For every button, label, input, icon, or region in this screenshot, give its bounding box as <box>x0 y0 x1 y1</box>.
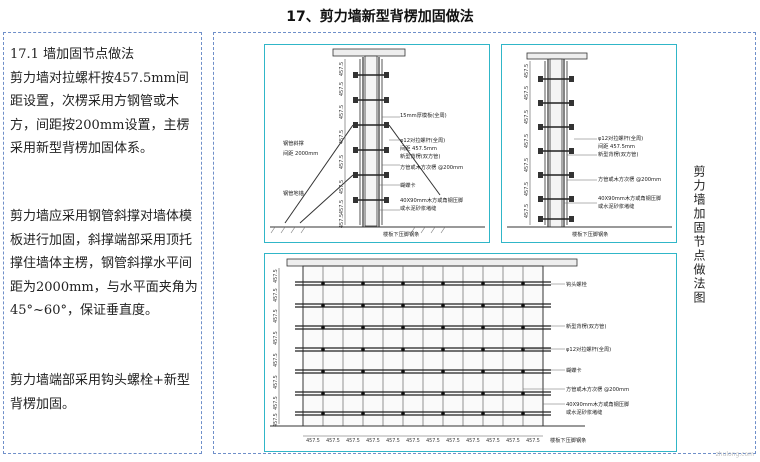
dim-c-v7: 457.5 <box>273 396 279 410</box>
dim-c-v3: 457.5 <box>273 309 279 323</box>
watermark: zhulong.com <box>715 451 754 458</box>
label-a-8: 或水泥砂浆堵缝 <box>400 204 436 212</box>
dim-c-v1: 457.5 <box>273 269 279 283</box>
label-c-5: 方管或木方次楞 @200mm <box>566 385 629 393</box>
dim-c-h10: 457.5 <box>486 438 500 444</box>
dim-c-h8: 457.5 <box>446 438 460 444</box>
dim-b-3: 457.5 <box>524 110 530 124</box>
dim-c-v5: 457.5 <box>273 353 279 367</box>
label-a-spacing: 间距 2000mm <box>283 149 318 157</box>
label-c-7: 或水泥砂浆堵缝 <box>566 408 602 416</box>
dim-b-4: 457.5 <box>524 134 530 148</box>
label-c-1: 钩头螺栓 <box>566 280 588 288</box>
label-a-6: 蝴蝶卡 <box>400 181 416 189</box>
figure-wall-section-with-brace: 457.5 457.5 457.5 457.5 457.5 457.5 457.… <box>264 44 490 243</box>
elevation-drawing-c: 457.5 457.5 457.5 457.5 457.5 457.5 457.… <box>270 258 629 444</box>
label-c-6: 40X90mm木方或角钢压脚 <box>566 400 629 408</box>
label-c-8: 楼板下压脚钢条 <box>550 436 586 444</box>
label-a-brace: 钢管斜撑 <box>283 139 304 147</box>
label-b-1: φ12对拉螺杆(全周) <box>598 134 643 142</box>
dim-a-7: 457.5 <box>339 200 345 214</box>
dim-c-h11: 457.5 <box>506 438 520 444</box>
label-a-7: 40X90mm木方或角钢压脚 <box>400 196 463 204</box>
label-b-6: 或水泥砂浆堵缝 <box>598 202 634 210</box>
section-drawing-b: 457.5 457.5 457.5 457.5 457.5 457.5 457.… <box>507 52 672 238</box>
dim-a-1: 457.5 <box>339 62 345 76</box>
dim-c-h5: 457.5 <box>386 438 400 444</box>
dim-c-h12: 457.5 <box>526 438 540 444</box>
label-c-3: φ12对拉螺杆(全周) <box>566 345 611 353</box>
page-title: 17、剪力墙新型背楞加固做法 <box>286 9 474 25</box>
paragraph-2: 剪力墙应采用钢管斜撑对墙体模板进行加固，斜撑端部采用顶托撑住墙体主楞，钢管斜撑水… <box>10 209 198 318</box>
dim-b-5: 457.5 <box>524 158 530 172</box>
dim-a-6: 457.5 <box>339 180 345 194</box>
dim-b-1: 457.5 <box>524 64 530 78</box>
figure-panel <box>213 32 756 454</box>
dim-c-h4: 457.5 <box>366 438 380 444</box>
paragraph-1: 17.1 墙加固节点做法 剪力墙对拉螺杆按457.5mm间距设置，次楞采用方钢管… <box>10 47 190 156</box>
dim-c-h1: 457.5 <box>306 438 320 444</box>
label-b-3: 新型背楞(双方管) <box>598 150 638 158</box>
figure-caption: 剪力墙加固节点做法图 <box>692 165 706 305</box>
label-a-1: 15mm厚模板(全周) <box>400 111 447 119</box>
label-a-3: 间距 457.5mm <box>400 144 437 152</box>
dim-c-h7: 457.5 <box>426 438 440 444</box>
label-a-4: 新型背楞(双方管) <box>400 152 440 160</box>
dim-a-3: 457.5 <box>339 105 345 119</box>
label-c-4: 蝴蝶卡 <box>566 366 582 374</box>
dim-c-v6: 457.5 <box>273 375 279 389</box>
label-b-4: 方管或木方次楞 @200mm <box>598 175 661 183</box>
text-panel: 17.1 墙加固节点做法 剪力墙对拉螺杆按457.5mm间距设置，次楞采用方钢管… <box>3 32 202 454</box>
figure-wall-elevation: 457.5 457.5 457.5 457.5 457.5 457.5 457.… <box>264 253 677 452</box>
section-drawing-a: 457.5 457.5 457.5 457.5 457.5 457.5 457.… <box>270 48 485 238</box>
dim-c-v2: 457.5 <box>273 288 279 302</box>
dim-c-h9: 457.5 <box>466 438 480 444</box>
label-c-2: 新型背楞(双方管) <box>566 322 606 330</box>
dim-c-v8: 457.5 <box>273 413 279 427</box>
dim-c-v4: 457.5 <box>273 331 279 345</box>
dim-a-2: 457.5 <box>339 82 345 96</box>
label-a-9: 楼板下压脚钢条 <box>383 230 419 238</box>
label-a-2: φ12对拉螺杆(全周) <box>400 136 445 144</box>
label-b-7: 楼板下压脚钢条 <box>572 230 608 238</box>
dim-b-2: 457.5 <box>524 86 530 100</box>
dim-a-5: 457.5 <box>339 155 345 169</box>
label-b-2: 间距 457.5mm <box>598 142 635 150</box>
label-a-anchor: 钢管地锚 <box>283 189 304 197</box>
dim-c-h3: 457.5 <box>346 438 360 444</box>
dim-b-6: 457.5 <box>524 182 530 196</box>
paragraph-3: 剪力墙端部采用钩头螺栓+新型背楞加固。 <box>10 373 190 412</box>
label-b-5: 40X90mm木方或角钢压脚 <box>598 194 661 202</box>
dim-c-h6: 457.5 <box>406 438 420 444</box>
dim-a-8: 457.5 <box>339 214 345 228</box>
dim-c-h2: 457.5 <box>326 438 340 444</box>
label-a-5: 方管或木方次楞 @200mm <box>400 163 463 171</box>
dim-b-7: 457.5 <box>524 204 530 218</box>
figure-wall-end-section: 457.5 457.5 457.5 457.5 457.5 457.5 457.… <box>501 44 677 243</box>
dim-a-4: 457.5 <box>339 130 345 144</box>
